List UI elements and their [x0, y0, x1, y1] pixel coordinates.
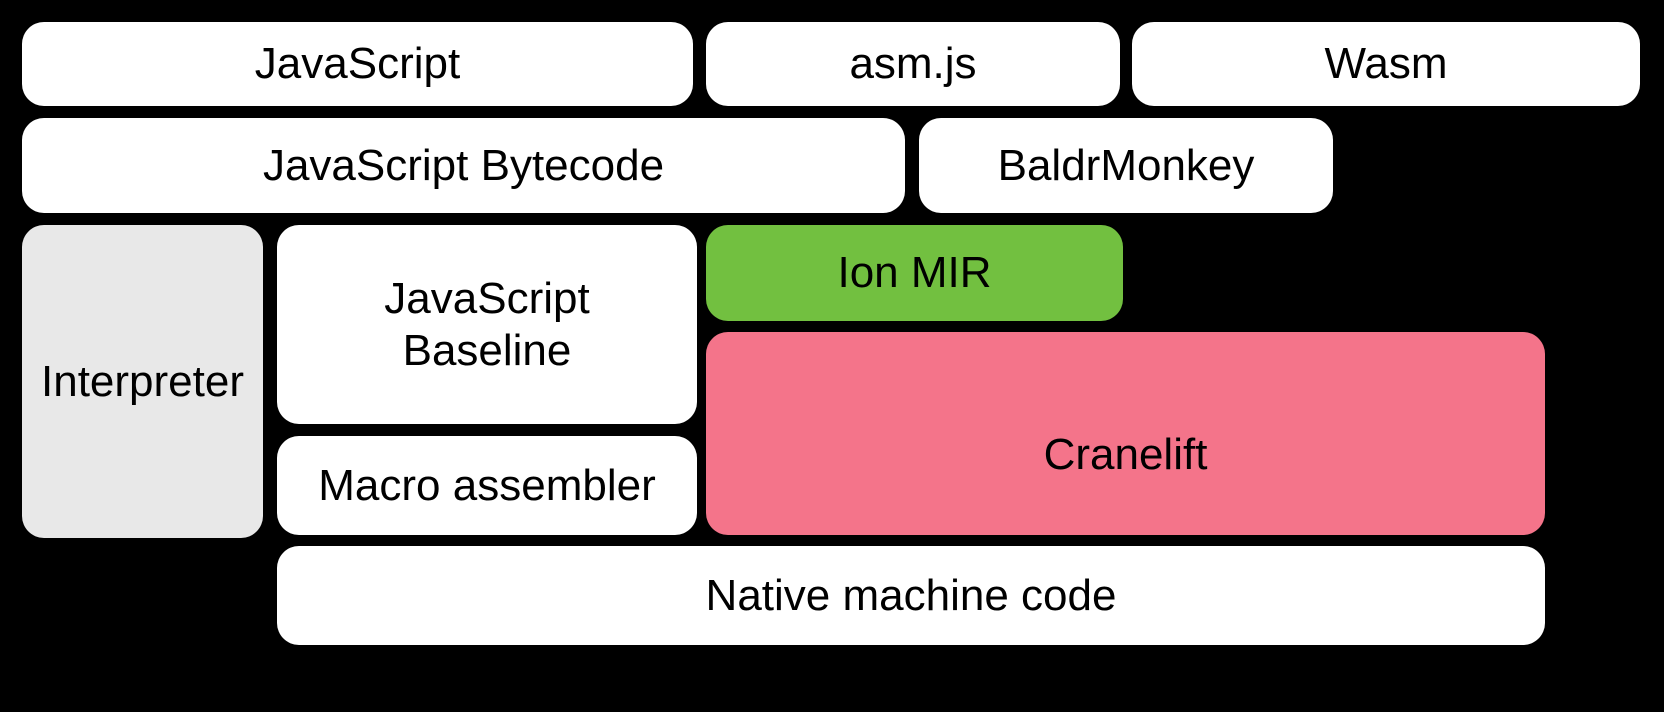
node-baldrmonkey[interactable]: BaldrMonkey	[919, 118, 1333, 213]
node-native-machine-code[interactable]: Native machine code	[277, 546, 1545, 645]
node-wasm[interactable]: Wasm	[1132, 22, 1640, 106]
node-ion-mir[interactable]: Ion MIR	[706, 225, 1123, 321]
node-javascript[interactable]: JavaScript	[22, 22, 693, 106]
node-javascript-baseline[interactable]: JavaScript Baseline	[277, 225, 697, 424]
node-javascript-bytecode[interactable]: JavaScript Bytecode	[22, 118, 905, 213]
node-macro-assembler[interactable]: Macro assembler	[277, 436, 697, 535]
node-asm-js[interactable]: asm.js	[706, 22, 1120, 106]
node-cranelift[interactable]: Cranelift	[706, 332, 1545, 535]
node-interpreter[interactable]: Interpreter	[22, 225, 263, 538]
